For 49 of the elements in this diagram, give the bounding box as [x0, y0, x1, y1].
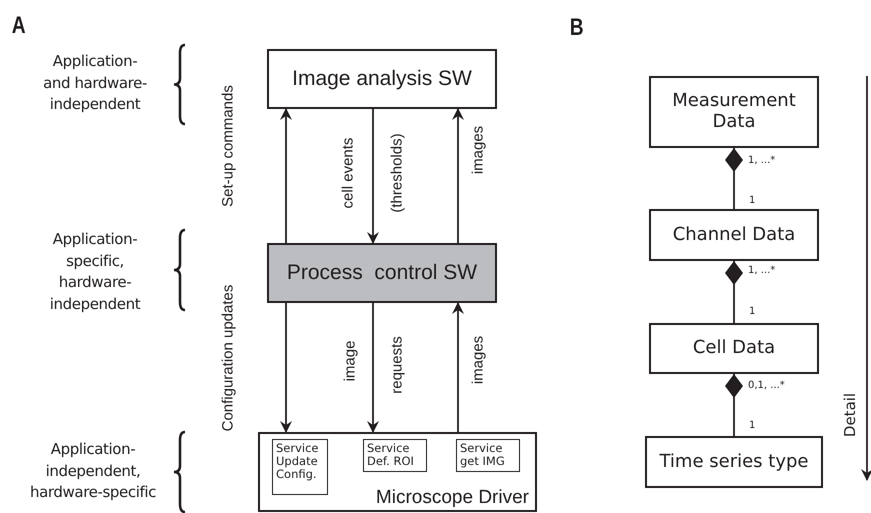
edge-label: Configuration updates — [220, 284, 236, 432]
class-box — [649, 209, 819, 261]
layer-description: Application- independent, hardware-specific — [29, 439, 157, 503]
edge-label: images — [470, 126, 486, 174]
box-label: Measurement Data — [671, 91, 797, 133]
multiplicity-label: 0,1, ...* — [748, 380, 785, 391]
software-box — [267, 49, 497, 109]
multiplicity-label: 1 — [749, 420, 756, 431]
arrow — [280, 108, 292, 243]
edge-label: cell events — [340, 138, 356, 208]
box-label: Time series type — [659, 452, 808, 472]
service-box — [363, 439, 427, 472]
flow-label: (thresholds) — [388, 133, 406, 213]
axis-label: Detail — [841, 392, 859, 438]
service-box — [456, 439, 520, 472]
layer-description: Application- specific, hardware- independent — [48, 229, 142, 314]
arrow — [452, 108, 464, 243]
multiplicity-label: 1 — [749, 306, 756, 317]
driver-box — [258, 432, 537, 512]
software-box — [267, 243, 497, 303]
box-label: Service Def. ROI — [367, 442, 415, 468]
flow-label: requests — [388, 336, 406, 394]
composition-line — [725, 148, 743, 209]
multiplicity-label: 1, ...* — [748, 265, 776, 276]
arrow — [452, 302, 464, 432]
class-box — [649, 76, 819, 148]
composition-line — [725, 374, 743, 436]
panel-letter: A — [12, 12, 26, 40]
box-label: Service Update Config. — [276, 442, 320, 482]
class-box — [645, 436, 823, 488]
box-label: Microscope Driver — [376, 487, 529, 509]
edge-label: images — [470, 336, 486, 384]
arrow — [367, 303, 379, 433]
box-label: Process control SW — [286, 260, 478, 286]
box-label: Channel Data — [672, 224, 796, 246]
multiplicity-label: 1 — [749, 195, 756, 206]
arrow — [367, 109, 379, 244]
edge-label: Set-up commands — [220, 85, 236, 207]
class-box — [649, 323, 819, 374]
box-label: Image analysis SW — [292, 66, 472, 92]
arrow — [280, 303, 292, 433]
box-label: Service get IMG — [460, 442, 506, 468]
composition-line — [725, 261, 743, 323]
panel-letter: B — [570, 14, 584, 42]
edge-label: image — [342, 340, 358, 382]
layer-description: Application- and hardware- independent — [42, 51, 148, 115]
multiplicity-label: 1, ...* — [748, 155, 776, 166]
service-box — [272, 439, 328, 495]
box-label: Cell Data — [692, 338, 776, 359]
